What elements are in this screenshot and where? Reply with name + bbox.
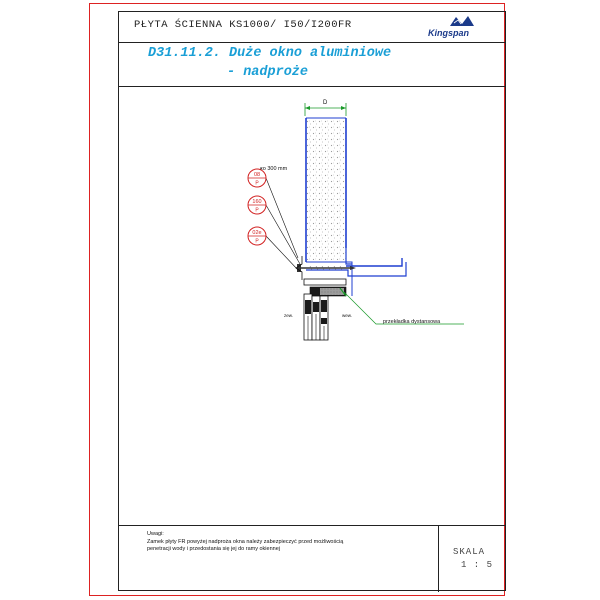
label-exterior: zew. xyxy=(284,313,293,318)
notes-heading: Uwagi: xyxy=(147,531,164,537)
exterior-edge xyxy=(295,256,303,280)
product-title: PŁYTA ŚCIENNA KS1000/ I50/I200FR xyxy=(134,19,352,31)
dimension-label: D xyxy=(323,100,328,106)
note-line-1: Zamek płyty FR powyżej nadproża okna nal… xyxy=(147,539,344,545)
callout-3-bottom: P xyxy=(255,239,259,245)
callout-2-top: 160 xyxy=(252,199,261,205)
title-block-header: PŁYTA ŚCIENNA KS1000/ I50/I200FR Kingspa… xyxy=(118,11,506,43)
logo-mark-icon xyxy=(450,16,474,26)
scale-separator xyxy=(438,526,439,592)
fixing-screw xyxy=(297,264,356,272)
wall-panel xyxy=(305,117,347,263)
logo-text: Kingspan xyxy=(428,28,470,38)
callout-08: 08 P xyxy=(247,168,267,188)
label-interior: wew. xyxy=(342,313,352,318)
callout-1-bottom: P xyxy=(255,181,259,187)
spacer-leader xyxy=(339,287,464,325)
note-line-2: penetracji wody i przedostania się jej d… xyxy=(147,546,280,552)
dimension-d: D xyxy=(304,100,347,116)
callout-1-top: 08 xyxy=(254,172,260,178)
drawing-title-line-1: D31.11.2. Duże okno aluminiowe xyxy=(148,46,392,61)
kingspan-logo: Kingspan xyxy=(428,14,498,40)
scale-value: 1 : 5 xyxy=(461,560,494,570)
inner-frame xyxy=(118,11,506,591)
drawing-title-line-2: - nadproże xyxy=(227,65,309,80)
outer-frame xyxy=(89,3,505,596)
callout-2-bottom: P xyxy=(255,208,259,214)
window-frame xyxy=(303,278,347,341)
scale-label: SKALA xyxy=(453,547,486,557)
callout-160: 160 P xyxy=(247,195,267,215)
callout-3-top: 02e xyxy=(252,230,261,236)
notes-block: Uwagi: Zamek płyty FR powyżej nadproża o… xyxy=(118,525,506,592)
spacer-label: przekładka dystansowa xyxy=(383,319,441,325)
callout-02e: 02e P xyxy=(247,226,267,246)
title-separator xyxy=(118,86,506,87)
lintel-flashing xyxy=(306,248,407,296)
callout-leaders xyxy=(257,167,301,271)
spacing-label: co 300 mm xyxy=(260,166,288,172)
